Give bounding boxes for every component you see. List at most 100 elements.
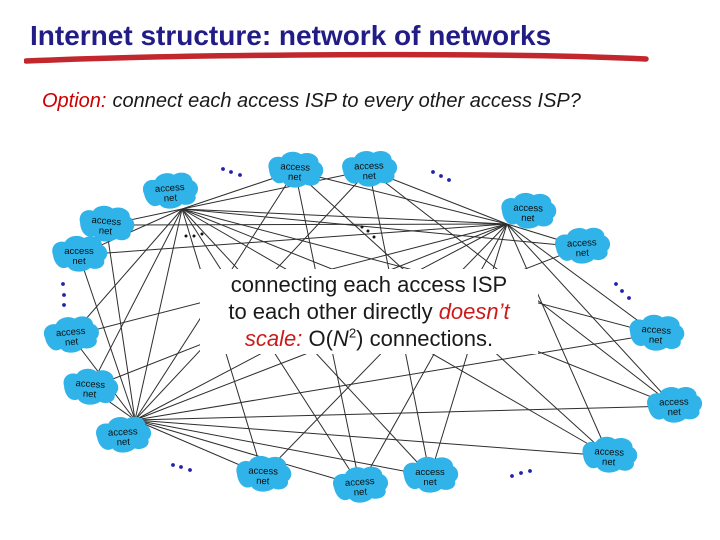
access-net-label: accessnet (345, 476, 376, 499)
access-net-label: accessnet (640, 324, 671, 347)
ellipsis-dot (620, 289, 624, 293)
cloud-shape (143, 172, 199, 209)
mesh-link (294, 170, 508, 225)
ellipsis-dot (238, 173, 242, 177)
ellipsis-dot (439, 174, 443, 178)
ellipsis-dot (528, 469, 532, 473)
ellipsis-dots (360, 225, 376, 239)
ellipsis-dot (447, 178, 451, 182)
option-text: connect each access ISP to every other a… (112, 90, 581, 112)
ellipsis-dots (614, 282, 631, 300)
access-net-cloud: accessnet (268, 151, 324, 188)
access-net-label: accessnet (567, 237, 598, 260)
ellipsis-dots (61, 282, 66, 307)
ellipsis-dot (179, 465, 183, 469)
mesh-link (134, 419, 610, 457)
mesh-link (78, 223, 508, 256)
mesh-link (134, 208, 183, 421)
callout-box: connecting each access ISP to each other… (200, 269, 538, 354)
access-net-cloud: accessnet (333, 466, 389, 503)
access-net-label: accessnet (155, 182, 186, 205)
access-net-label: accessnet (513, 202, 544, 224)
ellipsis-dot (372, 235, 376, 239)
cloud-shape (342, 151, 398, 187)
mesh-link (134, 419, 431, 477)
cloud-shape (79, 205, 135, 242)
cloud-shape (236, 455, 292, 492)
option-line: Option:connect each access ISP to every … (42, 90, 581, 113)
access-net-label: accessnet (248, 465, 279, 487)
ellipsis-dot (360, 225, 364, 229)
ellipsis-dots (510, 469, 532, 478)
swoosh-stroke (24, 51, 649, 64)
ellipsis-dot (519, 471, 523, 475)
mesh-link (134, 419, 361, 487)
access-net-cloud: accessnet (629, 314, 685, 351)
ellipsis-dot (61, 282, 65, 286)
access-net-label: accessnet (659, 396, 690, 418)
ellipsis-dot (171, 463, 175, 467)
access-net-cloud: accessnet (342, 151, 398, 187)
mesh-link (506, 223, 657, 335)
access-net-label: accessnet (280, 161, 311, 184)
access-net-cloud: accessnet (647, 387, 703, 423)
callout-line-3: scale: O(N2) connections. (244, 325, 494, 351)
ellipsis-dot (192, 234, 196, 238)
cloud-shape (582, 436, 638, 473)
access-net-cloud: accessnet (501, 192, 557, 229)
access-net-label: accessnet (74, 378, 105, 401)
ellipsis-dot (62, 303, 66, 307)
ellipsis-dot (62, 293, 66, 297)
ellipsis-dot (510, 474, 514, 478)
access-net-label: accessnet (55, 326, 87, 350)
access-net-cloud: accessnet (236, 455, 292, 492)
mesh-link (181, 169, 370, 210)
mesh-link (134, 333, 657, 421)
mesh-link (506, 223, 675, 407)
cloud-shape (501, 192, 557, 229)
ellipsis-dot (221, 167, 225, 171)
ellipsis-dot (200, 232, 204, 236)
ellipsis-dot (627, 296, 631, 300)
cloud-shape (268, 151, 324, 188)
mesh-link (89, 208, 183, 389)
ellipsis-dot (614, 282, 618, 286)
ellipsis-dot (184, 234, 188, 238)
ellipsis-dots (431, 170, 451, 182)
ellipsis-dot (229, 170, 233, 174)
ellipsis-dot (366, 229, 370, 233)
access-net-cloud: accessnet (63, 368, 119, 405)
cloud-shape (629, 314, 685, 351)
access-net-label: accessnet (354, 160, 385, 182)
mesh-link (181, 208, 583, 248)
ellipsis-dots (171, 463, 192, 472)
cloud-shape (52, 235, 108, 272)
ellipsis-dot (431, 170, 435, 174)
mesh-link (105, 224, 136, 421)
access-net-label: accessnet (594, 446, 625, 469)
access-net-cloud: accessnet (96, 416, 152, 453)
cloud-shape (96, 416, 152, 453)
mesh-link (134, 405, 675, 421)
ellipsis-dots (221, 167, 242, 177)
access-net-cloud: accessnet (582, 436, 638, 473)
mesh-link (70, 208, 183, 337)
access-net-cloud: accessnet (43, 316, 99, 353)
access-net-cloud: accessnet (143, 172, 199, 209)
access-net-label: accessnet (108, 426, 139, 449)
callout-line-2: to each other directly doesn’t (228, 299, 510, 324)
ellipsis-dots (184, 232, 204, 238)
cloud-shape (63, 368, 119, 405)
callout-line-1: connecting each access ISP (230, 272, 508, 297)
cloud-shape (555, 227, 611, 264)
title-underline-swoosh (24, 51, 649, 64)
cloud-shape (647, 387, 703, 423)
option-label: Option: (42, 90, 107, 112)
cloud-shape (43, 316, 99, 353)
cloud-shape (333, 466, 389, 503)
cloud-shape (403, 456, 459, 493)
